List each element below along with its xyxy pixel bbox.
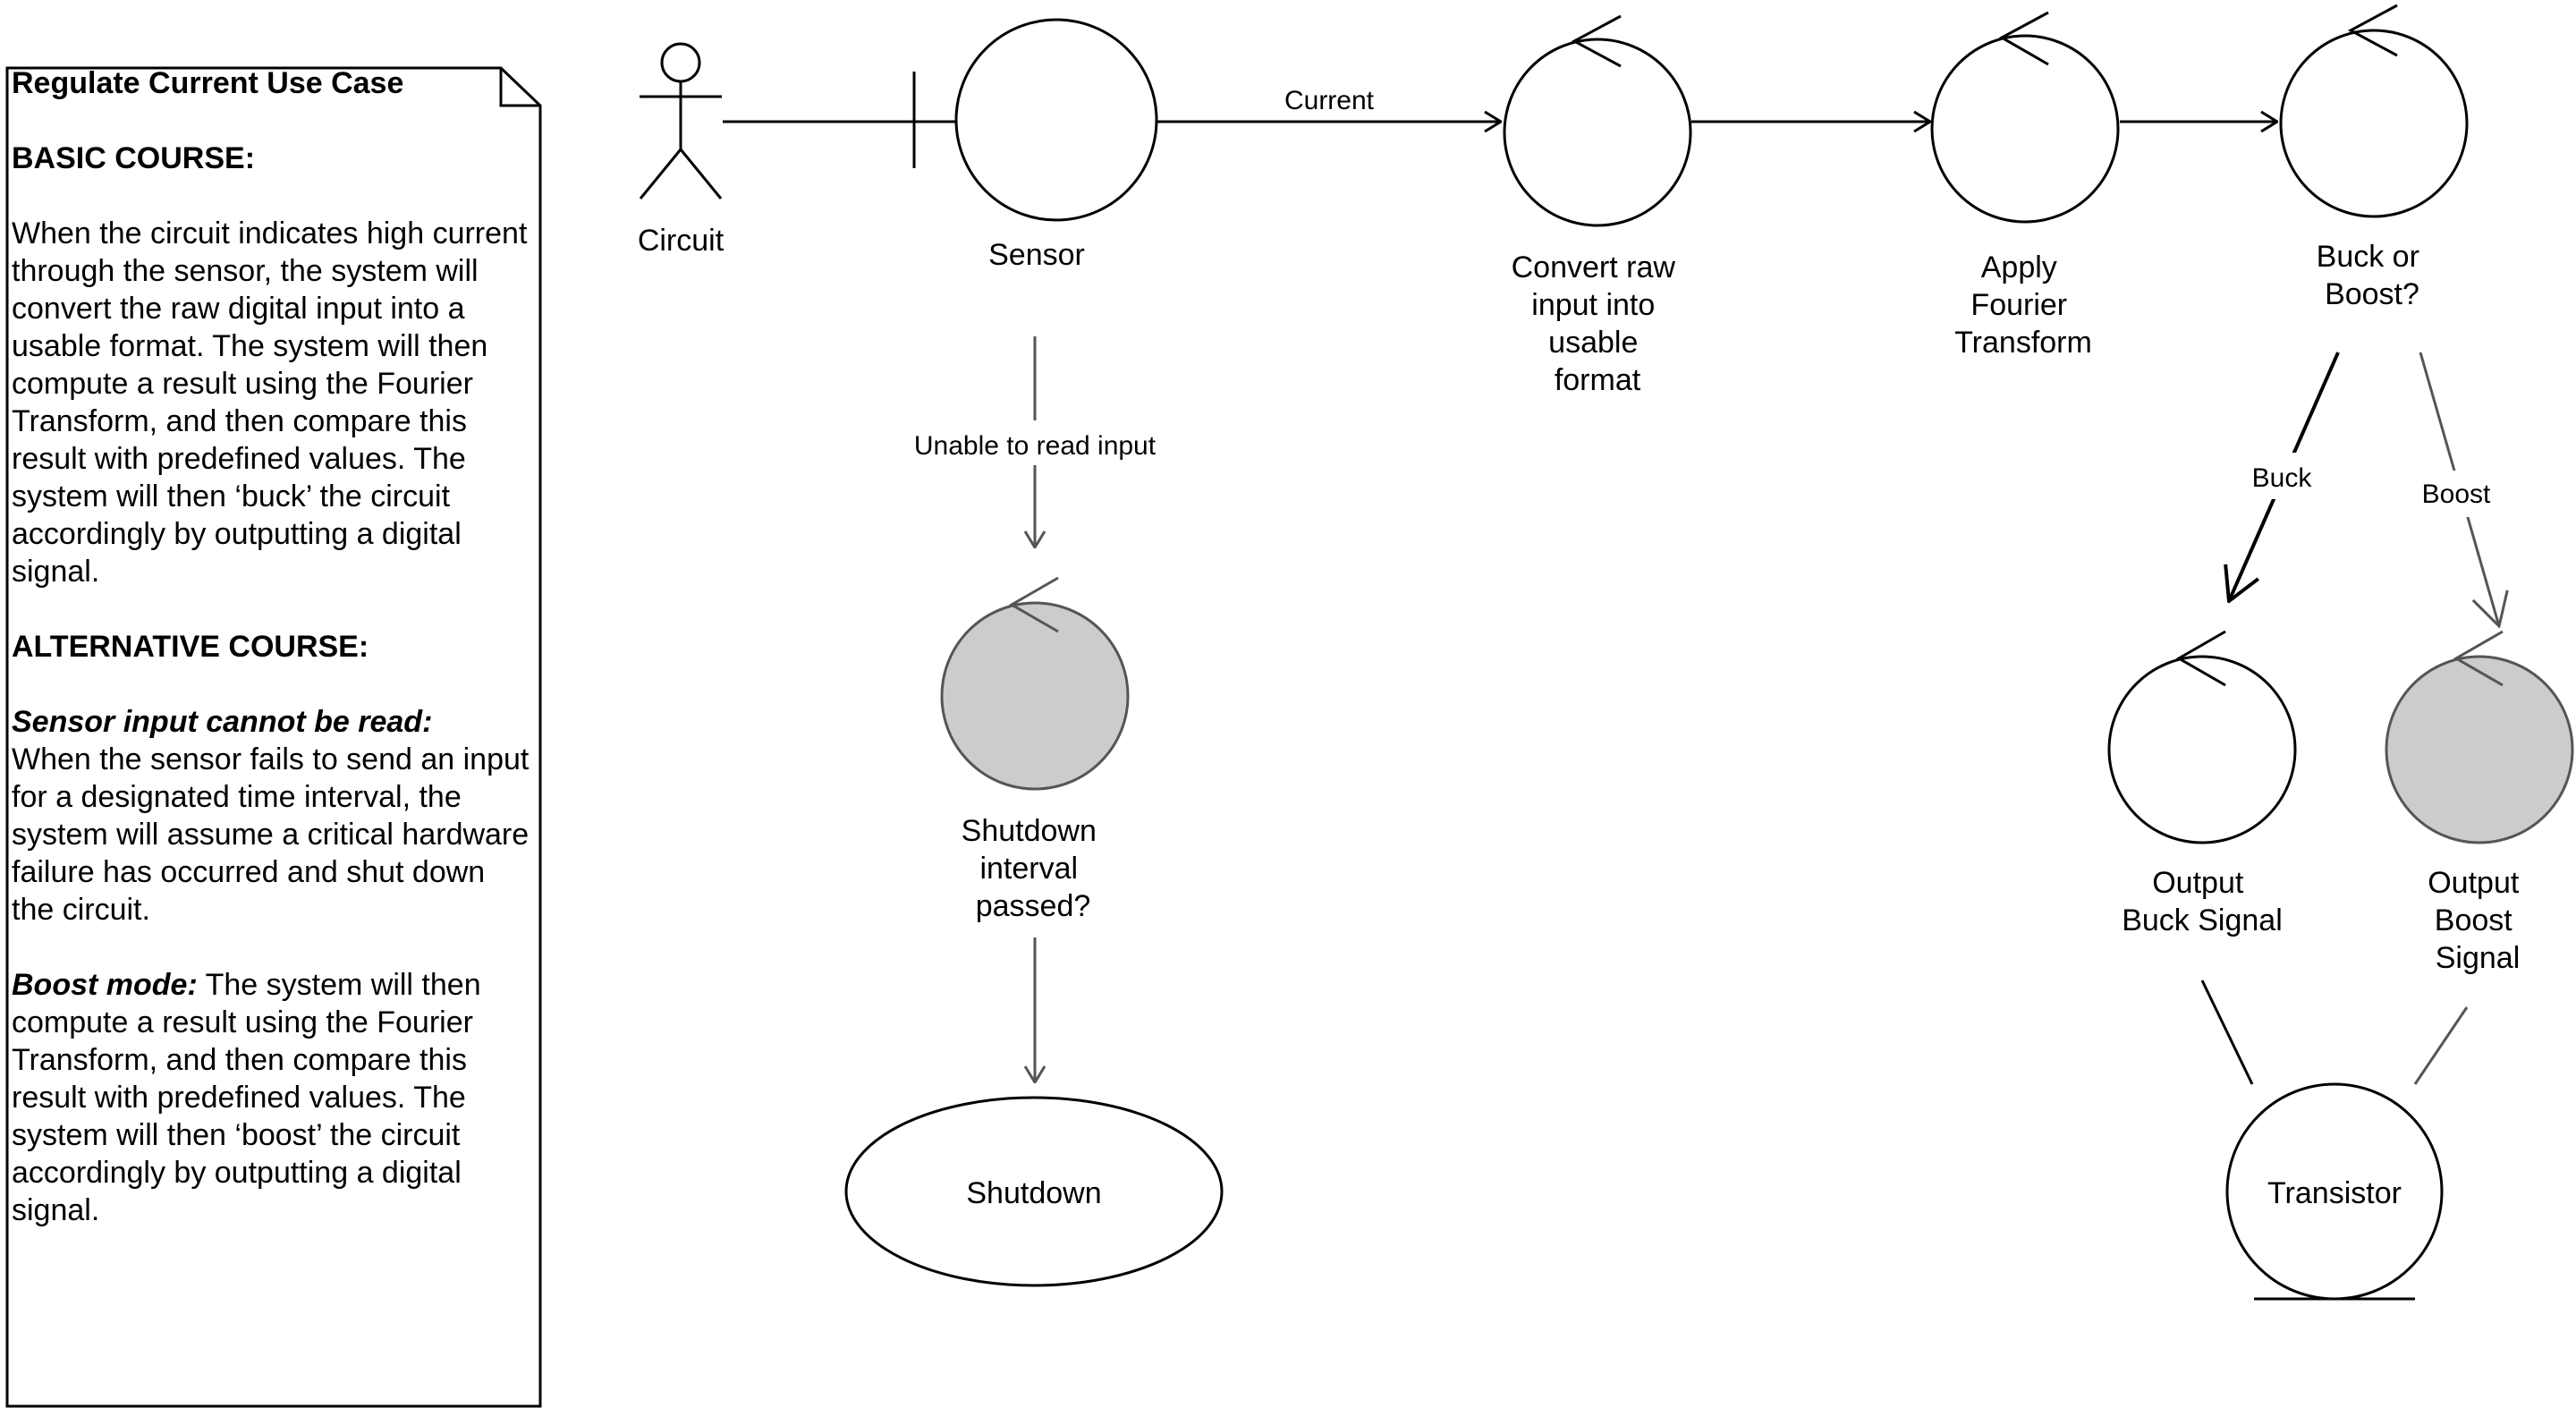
use-case-shutdown — [844, 1096, 1224, 1287]
sensor-fail-text: When the sensor fails to send an input f… — [12, 742, 530, 927]
use-case-note-text: Regulate Current Use Case BASIC COURSE: … — [12, 64, 530, 1229]
edge-boost-label-bg — [2410, 471, 2496, 517]
edge-current-label: Current — [1284, 86, 1375, 115]
boost-mode-paragraph: Boost mode: The system will then compute… — [12, 966, 530, 1229]
boost-output-label: Output Boost Signal — [2428, 866, 2528, 975]
boost-mode-text: The system will then compute a result us… — [12, 968, 481, 1227]
fourier-label: Apply Fourier Transform — [1954, 250, 2092, 360]
basic-course-heading: BASIC COURSE: — [12, 141, 256, 175]
controller-buck-boost — [2279, 4, 2469, 218]
sensor-label: Sensor — [988, 238, 1085, 272]
convert-label: Convert raw input into usable format — [1512, 250, 1684, 397]
actor-circuit — [639, 42, 723, 199]
buck-boost-label: Buck or Boost? — [2317, 240, 2428, 311]
controller-fourier — [1930, 11, 2120, 224]
edge-boost-label: Boost — [2422, 479, 2491, 509]
edge-buck-label-bg — [2241, 453, 2320, 499]
use-case-note-frame — [5, 66, 542, 1408]
controller-shutdown-check — [940, 576, 1130, 791]
boundary-sensor — [912, 18, 1158, 222]
buck-output-label: Output Buck Signal — [2122, 866, 2283, 937]
note-folded-corner — [499, 68, 540, 107]
controller-boost-output — [2385, 630, 2574, 844]
alternative-course-heading: ALTERNATIVE COURSE: — [12, 630, 369, 664]
note-title: Regulate Current Use Case — [12, 66, 404, 100]
boost-mode-heading: Boost mode: — [12, 968, 198, 1002]
controller-buck-output — [2107, 630, 2297, 844]
controller-convert — [1503, 14, 1692, 227]
sensor-fail-heading: Sensor input cannot be read: — [12, 705, 433, 739]
actor-circuit-label: Circuit — [638, 224, 724, 258]
entity-transistor — [2225, 1082, 2444, 1301]
shutdown-check-label: Shutdown interval passed? — [962, 814, 1106, 923]
edge-buck-transistor — [2200, 980, 2254, 1085]
shutdown-label: Shutdown — [966, 1176, 1101, 1210]
transistor-label: Transistor — [2267, 1176, 2402, 1210]
basic-course-text: When the circuit indicates high current … — [12, 216, 528, 589]
edge-buck-label: Buck — [2252, 463, 2313, 493]
edge-boost-transistor — [2413, 1006, 2469, 1085]
edge-unable-label: Unable to read input — [914, 431, 1157, 461]
